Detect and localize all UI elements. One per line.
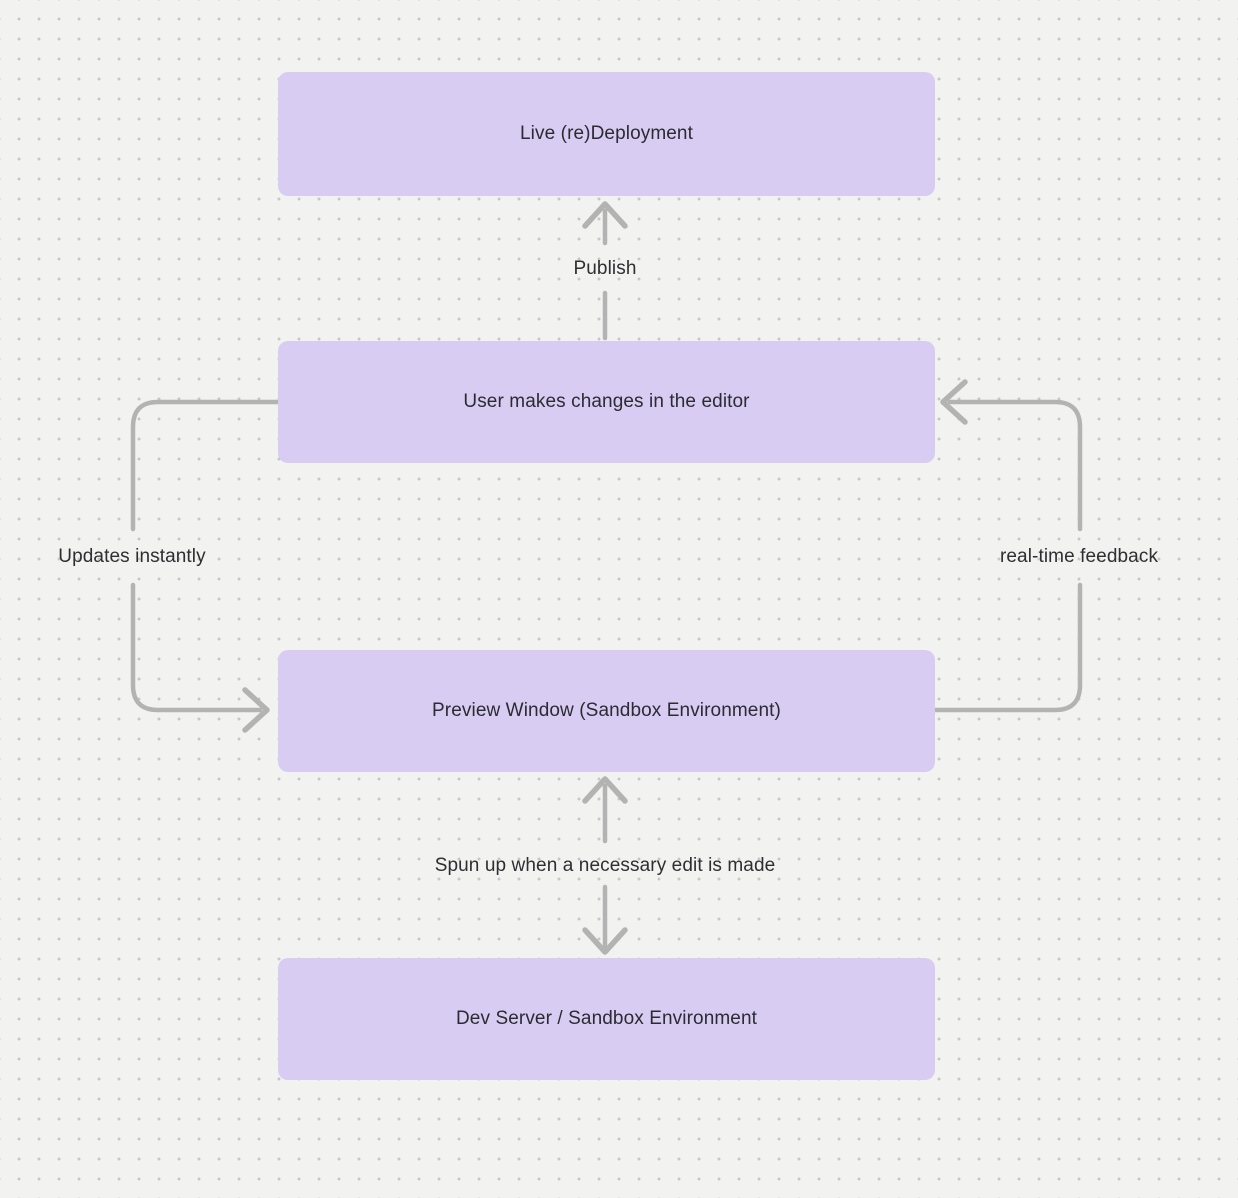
spun-up-arrowhead-down-icon bbox=[582, 927, 628, 955]
updates-edge-upper-segment bbox=[130, 399, 281, 532]
node-dev-server[interactable]: Dev Server / Sandbox Environment bbox=[278, 958, 935, 1080]
node-live-deployment-label: Live (re)Deployment bbox=[520, 123, 693, 144]
edge-label-publish: Publish bbox=[573, 258, 637, 279]
node-user-changes-label: User makes changes in the editor bbox=[463, 391, 750, 412]
updates-arrowhead-right-icon bbox=[242, 687, 270, 733]
edge-label-real-time-feedback: real-time feedback bbox=[999, 546, 1159, 567]
node-dev-server-label: Dev Server / Sandbox Environment bbox=[455, 1008, 757, 1029]
edge-label-updates-instantly: Updates instantly bbox=[58, 546, 206, 567]
node-preview-window-label: Preview Window (Sandbox Environment) bbox=[432, 700, 781, 721]
spun-up-arrowhead-up-icon bbox=[582, 776, 628, 804]
feedback-edge-upper-segment bbox=[947, 399, 1083, 532]
updates-edge-lower-segment bbox=[130, 582, 263, 713]
node-preview-window[interactable]: Preview Window (Sandbox Environment) bbox=[278, 650, 935, 772]
publish-arrowhead-up-icon bbox=[582, 201, 628, 229]
node-user-changes[interactable]: User makes changes in the editor bbox=[278, 341, 935, 463]
node-live-deployment[interactable]: Live (re)Deployment bbox=[278, 72, 935, 196]
feedback-arrowhead-left-icon bbox=[940, 379, 968, 425]
feedback-edge-lower-segment bbox=[932, 582, 1083, 713]
edge-label-spun-up: Spun up when a necessary edit is made bbox=[434, 855, 776, 876]
